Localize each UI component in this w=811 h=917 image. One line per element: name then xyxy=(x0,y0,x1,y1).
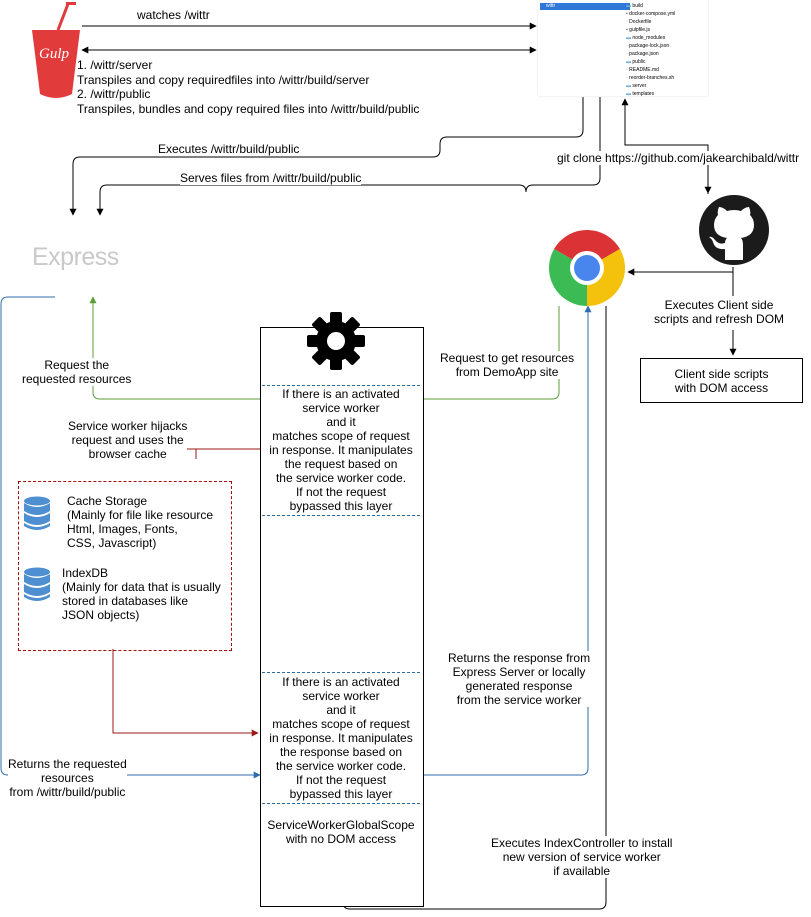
executes-client-label: Executes Client side scripts and refresh… xyxy=(654,298,785,326)
serves-files-label: Serves files from /wittr/build/public xyxy=(180,171,362,185)
folder-item[interactable]: ▬ public xyxy=(626,59,646,65)
database-icon xyxy=(22,567,52,603)
folder-root[interactable]: wittr xyxy=(540,3,630,10)
executes-build-label: Executes /wittr/build/public xyxy=(158,142,300,156)
sw-response-layer: If there is an activated service worker … xyxy=(262,672,420,804)
gear-icon xyxy=(306,311,366,371)
watches-label: watches /wittr xyxy=(137,8,210,22)
folder-item[interactable]: ▫ reorder-branches.sh xyxy=(626,75,675,81)
returns-requested-label: Returns the requested resources from /wi… xyxy=(8,757,127,799)
returns-response-label: Returns the response from Express Server… xyxy=(448,651,591,707)
wittr-folder-listing: wittr ▬ build ▪ docker-compose.yml ▫ Doc… xyxy=(538,0,708,96)
folder-item[interactable]: ▫ package.json xyxy=(626,51,659,57)
svg-text:Gulp: Gulp xyxy=(39,46,70,62)
sw-global-scope: ServiceWorkerGlobalScope with no DOM acc… xyxy=(267,818,415,846)
request-resources-label: Request the requested resources xyxy=(22,358,132,386)
express-logo: Express xyxy=(32,243,119,271)
executes-index-label: Executes IndexController to install new … xyxy=(491,836,673,878)
indexdb-text: IndexDB (Mainly for data that is usually… xyxy=(62,566,221,622)
github-icon xyxy=(698,194,770,266)
folder-item[interactable]: ▪ docker-compose.yml xyxy=(626,11,676,17)
sw-request-layer: If there is an activated service worker … xyxy=(262,385,420,516)
gulp-icon: Gulp xyxy=(30,2,82,102)
folder-item[interactable]: ▫ package-lock.json xyxy=(626,43,670,49)
git-clone-label: git clone https://github.com/jakearchiba… xyxy=(557,151,800,165)
folder-item[interactable]: ▬ node_modules xyxy=(626,35,666,41)
hijack-label: Service worker hijacks request and uses … xyxy=(68,419,188,461)
browser-cache-box xyxy=(18,481,232,651)
folder-item[interactable]: ▪ gulpfile.js xyxy=(626,27,651,33)
request-get-label: Request to get resources from DemoApp si… xyxy=(440,351,575,379)
chrome-icon xyxy=(549,230,625,306)
folder-item[interactable]: ▫ README.md xyxy=(626,67,659,73)
folder-item[interactable]: ▬ templates xyxy=(626,91,655,96)
cache-storage-text: Cache Storage (Mainly for file like reso… xyxy=(67,494,214,550)
gulp-tasks-text: 1. /wittr/server Transpiles and copy req… xyxy=(77,58,420,116)
folder-item[interactable]: ▬ build xyxy=(626,3,643,9)
database-icon xyxy=(22,496,52,532)
folder-item[interactable]: ▫ Dockerfile xyxy=(626,19,652,25)
folder-item[interactable]: ▬ server xyxy=(626,83,647,89)
